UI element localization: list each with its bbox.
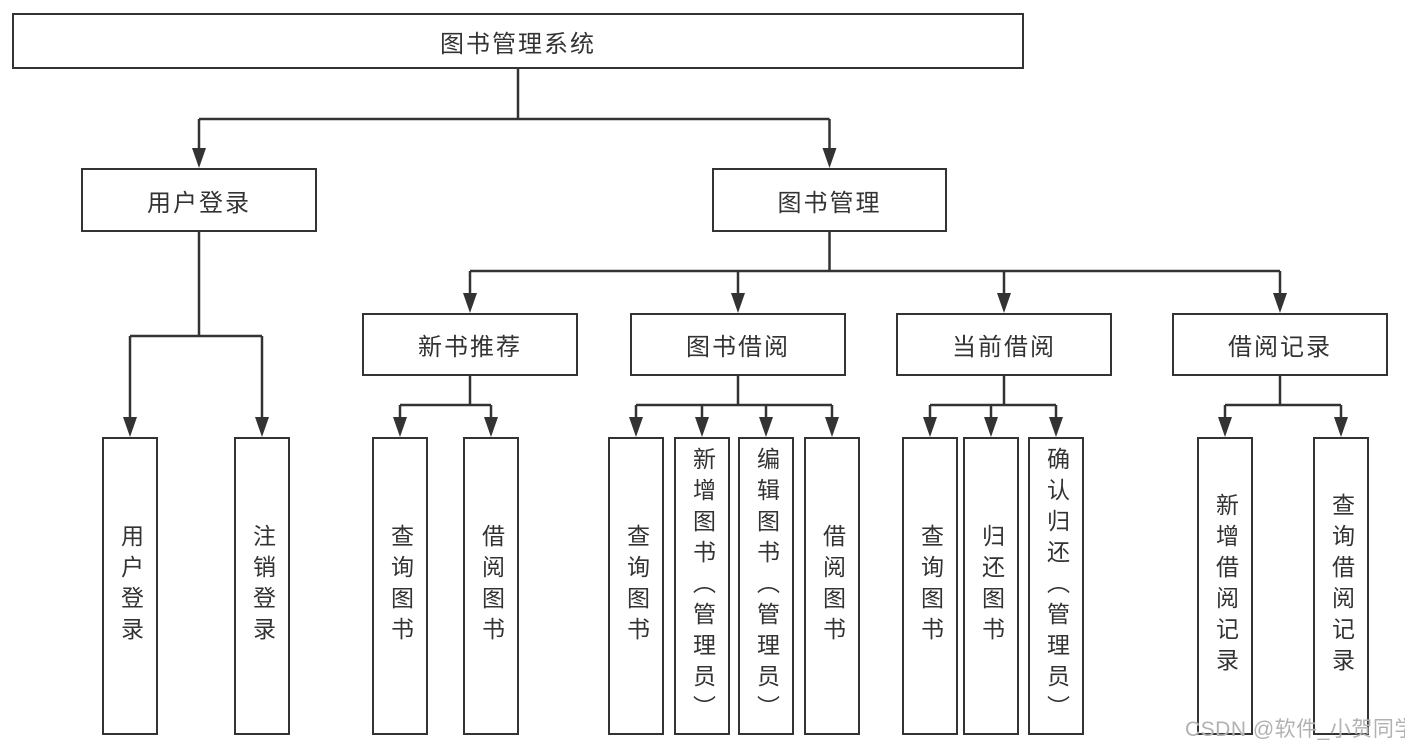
leaf-add-books-admin: 新增图书（管理员） [674, 437, 730, 735]
node-label: 查询图书 [917, 524, 944, 648]
leaf-query-books-borrowing: 查询图书 [608, 437, 664, 735]
connector-user-login-children [123, 232, 269, 437]
connector-root-to-level2 [192, 69, 837, 168]
leaf-confirm-return-admin: 确认归还（管理员） [1028, 437, 1084, 735]
leaf-borrow-books-recommend: 借阅图书 [463, 437, 519, 735]
node-current-borrowing: 当前借阅 [896, 313, 1112, 376]
node-new-book-recommendation: 新书推荐 [362, 313, 578, 376]
node-label: 借阅记录 [1228, 334, 1332, 361]
node-label: 查询图书 [387, 524, 414, 648]
leaf-query-borrow-record: 查询借阅记录 [1313, 437, 1369, 735]
node-label: 新增借阅记录 [1212, 493, 1239, 679]
leaf-query-books-current: 查询图书 [902, 437, 958, 735]
node-book-management: 图书管理 [712, 168, 947, 232]
node-label: 确认归还（管理员） [1043, 446, 1070, 726]
node-label: 查询图书 [623, 524, 650, 648]
leaf-query-books-recommend: 查询图书 [372, 437, 428, 735]
node-label: 用户登录 [117, 524, 144, 648]
connector-new-book-rec-children [393, 376, 498, 437]
node-borrowing-records: 借阅记录 [1172, 313, 1388, 376]
node-label: 新书推荐 [418, 334, 522, 361]
node-label: 图书管理 [777, 189, 882, 217]
node-label: 图书管理系统 [440, 30, 596, 58]
connector-book-management-children [463, 232, 1287, 313]
leaf-edit-books-admin: 编辑图书（管理员） [738, 437, 794, 735]
leaf-add-borrow-record: 新增借阅记录 [1197, 437, 1253, 735]
node-label: 当前借阅 [952, 334, 1056, 361]
leaf-return-books: 归还图书 [963, 437, 1019, 735]
node-label: 归还图书 [978, 524, 1005, 648]
node-label: 借阅图书 [478, 524, 505, 648]
leaf-user-login: 用户登录 [102, 437, 158, 735]
node-label: 查询借阅记录 [1328, 493, 1355, 679]
node-label: 借阅图书 [819, 524, 846, 648]
node-book-borrowing: 图书借阅 [630, 313, 846, 376]
node-label: 注销登录 [249, 524, 276, 648]
node-library-management-system: 图书管理系统 [12, 13, 1024, 69]
connector-book-borrowing-children [629, 376, 839, 437]
leaf-borrow-books: 借阅图书 [804, 437, 860, 735]
leaf-logout: 注销登录 [234, 437, 290, 735]
connector-borrowing-records-children [1218, 376, 1348, 437]
node-label: 编辑图书（管理员） [753, 446, 780, 726]
node-user-login: 用户登录 [81, 168, 317, 232]
csdn-watermark: CSDN @软件_小贺同学 [1185, 718, 1405, 741]
connector-current-borrowing-children [923, 376, 1063, 437]
node-label: 新增图书（管理员） [689, 446, 716, 726]
node-label: 图书借阅 [686, 334, 790, 361]
node-label: 用户登录 [147, 189, 251, 217]
